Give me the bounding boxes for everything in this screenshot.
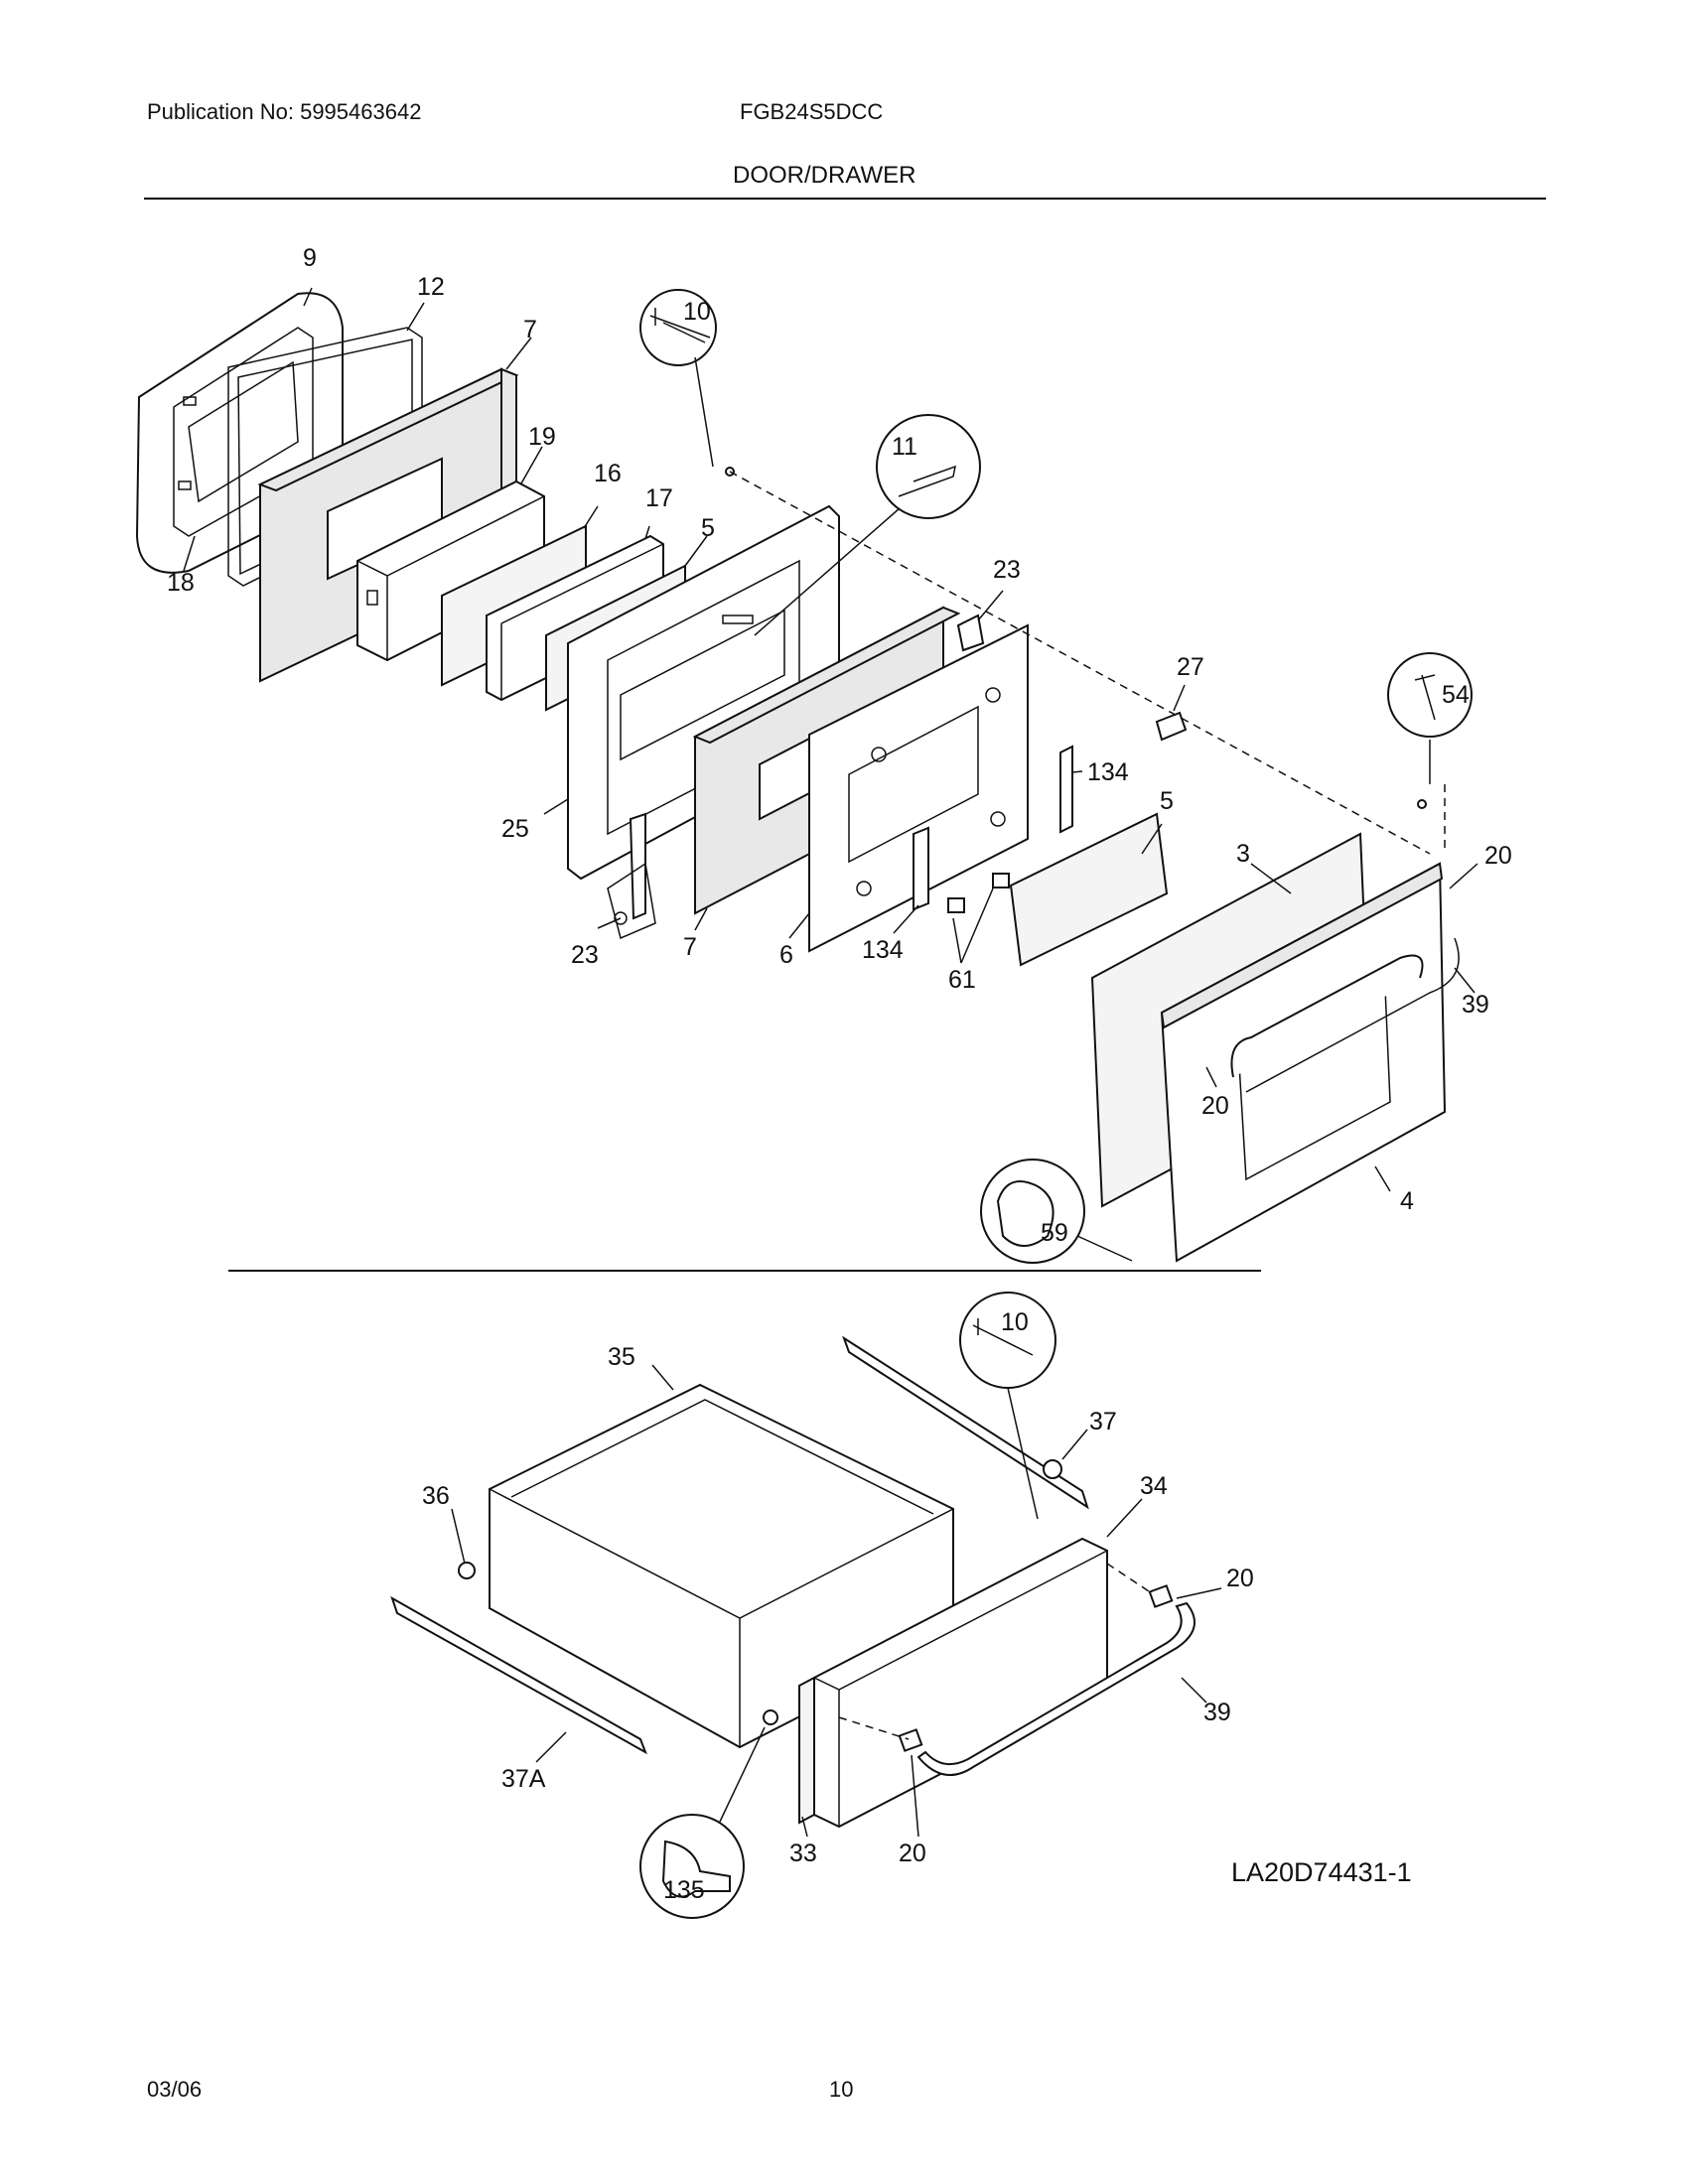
callout-circle-handle-clip (876, 414, 981, 519)
part-label-4: 4 (1400, 1187, 1414, 1215)
callout-circle-screw-lower (959, 1292, 1056, 1389)
section-title: DOOR/DRAWER (733, 162, 916, 189)
assembly-guide-line (729, 471, 1431, 855)
part-label-11: 11 (892, 433, 917, 461)
drawer-handle-part (916, 1601, 1196, 1776)
drawer-panel-part (798, 1676, 815, 1825)
drawer-slide-right-part (842, 1335, 1089, 1510)
model-number: FGB24S5DCC (740, 99, 884, 124)
door-hinge-left-part (607, 812, 656, 940)
part-label-25: 25 (501, 815, 529, 843)
door-hinge-right-part (956, 614, 985, 652)
part-label-27: 27 (1177, 653, 1204, 681)
part-label-7: 7 (683, 933, 697, 961)
part-label-134: 134 (862, 936, 904, 964)
part-label-134: 134 (1087, 758, 1129, 786)
drawer-slide-left-part (390, 1595, 647, 1755)
diagram-code: LA20D74431-1 (1231, 1857, 1412, 1887)
part-label-35: 35 (608, 1343, 635, 1371)
spacer-right-part (992, 873, 1010, 888)
glass-pack-part (486, 534, 664, 702)
part-label-20: 20 (899, 1840, 926, 1867)
part-label-39: 39 (1462, 991, 1489, 1019)
callout-circle-screw-54 (1387, 652, 1473, 738)
outer-door-part (1160, 862, 1460, 1263)
screw-part (1417, 799, 1427, 809)
part-label-19: 19 (528, 423, 556, 451)
part-label-54: 54 (1442, 681, 1470, 709)
part-label-135: 135 (663, 1876, 705, 1904)
part-label-20: 20 (1201, 1092, 1229, 1120)
part-label-6: 6 (779, 941, 793, 969)
spacer-tube-part (1155, 711, 1188, 742)
outer-window-glass-part (1009, 812, 1169, 967)
part-label-17: 17 (645, 484, 673, 512)
part-label-10: 10 (683, 298, 711, 326)
part-label-20: 20 (1484, 842, 1512, 870)
part-label-39: 39 (1203, 1699, 1231, 1726)
drawer-roller-part (458, 1562, 476, 1579)
header-rule (144, 198, 1546, 200)
page-number: 10 (829, 2077, 854, 2102)
drawer-stop-part (763, 1709, 778, 1725)
spacer-left-part (947, 897, 965, 913)
part-label-9: 9 (303, 244, 317, 272)
part-label-59: 59 (1041, 1219, 1068, 1247)
part-label-16: 16 (594, 460, 622, 487)
part-label-12: 12 (417, 273, 445, 301)
drawer-handle-end-cap-part (1148, 1584, 1174, 1608)
part-label-33: 33 (789, 1840, 817, 1867)
outer-door-panel-part (808, 623, 1029, 953)
part-label-61: 61 (948, 966, 976, 994)
assembly-guide-line (1106, 1563, 1153, 1594)
part-label-23: 23 (993, 556, 1021, 584)
publication-date: 03/06 (147, 2077, 203, 2102)
part-label-20: 20 (1226, 1565, 1254, 1592)
part-label-37: 37 (1089, 1408, 1117, 1435)
part-label-10: 10 (1001, 1308, 1029, 1336)
assembly-guide-line (838, 1716, 910, 1740)
part-label-34: 34 (1140, 1472, 1168, 1500)
part-label-36: 36 (422, 1482, 450, 1510)
drawer-body-part (489, 1383, 954, 1749)
glass-bracket-right-part (1059, 745, 1073, 834)
glass-bracket-left-part (913, 826, 929, 911)
callout-circle-screw (639, 289, 717, 366)
part-label-5: 5 (701, 514, 715, 542)
part-label-3: 3 (1236, 840, 1250, 868)
publication-number: Publication No: 5995463642 (147, 99, 422, 124)
part-label-5: 5 (1160, 787, 1174, 815)
drawer-handle-end-cap-part (898, 1728, 923, 1752)
part-label-23: 23 (571, 941, 599, 969)
part-label-37a: 37A (501, 1765, 546, 1793)
drawer-slide-roller-part (1043, 1459, 1062, 1479)
part-label-18: 18 (167, 569, 195, 597)
part-label-7: 7 (523, 316, 537, 343)
